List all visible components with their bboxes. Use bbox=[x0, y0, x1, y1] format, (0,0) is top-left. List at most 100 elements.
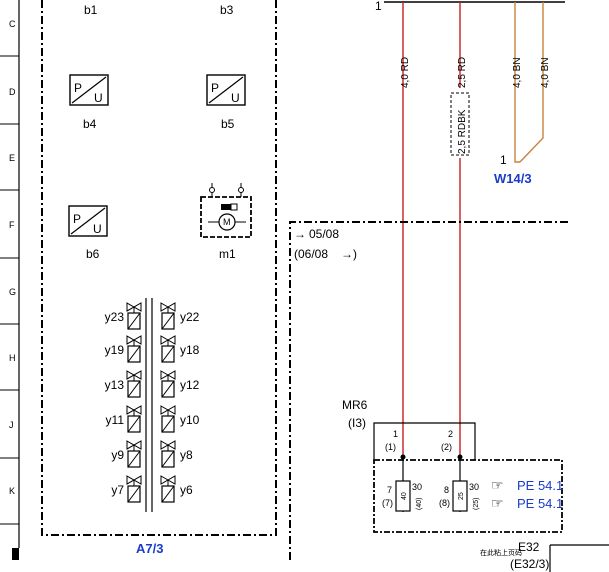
b5-pressure-sensor: P U b5 bbox=[206, 74, 246, 131]
fuse-f7 bbox=[395, 480, 411, 512]
valve-y8-label: y8 bbox=[180, 448, 193, 462]
b6-u-glyph: U bbox=[93, 222, 102, 236]
fuse-f8-num: 8 bbox=[444, 485, 449, 495]
row-label-e: E bbox=[9, 153, 15, 163]
w143-label: W14/3 bbox=[494, 171, 532, 186]
mr6-pin1-alt: (1) bbox=[385, 442, 396, 452]
valve-y9: y9 bbox=[111, 440, 142, 468]
valve-y13: y13 bbox=[105, 370, 142, 398]
valve-y19: y19 bbox=[105, 335, 142, 363]
b5-p-glyph: P bbox=[211, 81, 219, 95]
b5-label: b5 bbox=[221, 117, 235, 131]
row-label-c: C bbox=[9, 19, 16, 29]
row-label-d: D bbox=[9, 87, 16, 97]
mr6-pin2: 2 bbox=[448, 429, 453, 439]
e32-boundary bbox=[289, 221, 570, 560]
valve-y13-label: y13 bbox=[105, 378, 125, 392]
pe-ref-2[interactable]: ☞ PE 54.1 bbox=[491, 495, 563, 511]
valve-y18: y18 bbox=[160, 335, 200, 363]
row-label-f: F bbox=[9, 220, 15, 230]
valve-y8: y8 bbox=[160, 440, 193, 468]
mr6-name: MR6 bbox=[342, 398, 368, 412]
wire-color-change-box bbox=[450, 92, 470, 156]
wire-label-2-5-rd: 2,5 RD bbox=[457, 57, 468, 88]
valve-y10-label: y10 bbox=[180, 413, 200, 427]
mr6-pin2-alt: (2) bbox=[441, 442, 452, 452]
wire-label-4-0-bn-a: 4,0 BN bbox=[512, 57, 523, 88]
mr6-pin1: 1 bbox=[393, 429, 398, 439]
b4-u-glyph: U bbox=[94, 91, 103, 105]
fuse-f7-value: 40 bbox=[401, 492, 408, 500]
valve-y11: y11 bbox=[106, 405, 142, 433]
fuse-f7-num: 7 bbox=[387, 485, 392, 495]
valve-column-left: y23 y19 y13 y11 y9 y7 bbox=[105, 302, 142, 503]
row-rail: C D E F G H J K bbox=[0, 0, 20, 560]
pointing-hand-icon: ☞ bbox=[491, 495, 504, 511]
valve-array bbox=[145, 298, 153, 512]
fuse-f8-terminal-alt: (25) bbox=[473, 498, 480, 510]
e32-sub-label: (E32/3) bbox=[510, 557, 549, 571]
b6-p-glyph: P bbox=[73, 212, 81, 226]
m1-label: m1 bbox=[219, 247, 236, 261]
valve-y23-label: y23 bbox=[105, 310, 125, 324]
b3-label: b3 bbox=[220, 3, 234, 17]
fuse-f8-value: 25 bbox=[458, 492, 465, 500]
pe-ref-1[interactable]: ☞ PE 54.1 bbox=[491, 477, 563, 493]
valve-y23: y23 bbox=[105, 302, 142, 330]
pe-ref-2-label: PE 54.1 bbox=[517, 496, 563, 511]
from-date: 05/08 bbox=[309, 227, 339, 241]
fuse-f7-num-alt: (7) bbox=[382, 498, 393, 508]
wire-label-2-5-rdbk: 2,5 RDBK bbox=[457, 109, 468, 154]
pe-ref-1-label: PE 54.1 bbox=[517, 478, 563, 493]
top-pin-label: 1 bbox=[375, 0, 382, 13]
valve-y10: y10 bbox=[160, 405, 200, 433]
fuse-f8-terminal: 30 bbox=[469, 482, 479, 492]
mr6-ref: (I3) bbox=[348, 416, 366, 430]
valve-y12-label: y12 bbox=[180, 378, 200, 392]
valve-y22: y22 bbox=[160, 302, 200, 330]
a73-label: A7/3 bbox=[136, 541, 163, 556]
b6-label: b6 bbox=[86, 247, 100, 261]
row-label-h: H bbox=[9, 353, 16, 363]
valve-y11-label: y11 bbox=[106, 413, 125, 427]
row-label-k: K bbox=[9, 486, 15, 496]
b5-u-glyph: U bbox=[231, 91, 240, 105]
footer-note: 在此粘上页码 bbox=[480, 548, 522, 557]
to-date-arrow: →) bbox=[341, 247, 357, 261]
valve-y19-label: y19 bbox=[105, 343, 125, 357]
to-date: (06/08 bbox=[294, 247, 328, 261]
valve-y6-label: y6 bbox=[180, 483, 193, 497]
fuse-f8-num-alt: (8) bbox=[439, 498, 450, 508]
b6-pressure-sensor: P U b6 bbox=[68, 205, 108, 261]
b1-label: b1 bbox=[84, 3, 98, 17]
m1-m-glyph: M bbox=[223, 217, 231, 227]
row-label-j: J bbox=[9, 420, 14, 430]
wire-label-4-0-rd: 4,0 RD bbox=[400, 57, 411, 88]
from-date-arrow: → bbox=[294, 227, 306, 241]
fuse-f8 bbox=[452, 480, 468, 512]
b4-p-glyph: P bbox=[74, 81, 82, 95]
valve-y7: y7 bbox=[111, 475, 142, 503]
b4-pressure-sensor: P U b4 bbox=[69, 74, 109, 131]
fuse-f7-terminal: 30 bbox=[412, 482, 422, 492]
valve-y12: y12 bbox=[160, 370, 200, 398]
b4-label: b4 bbox=[83, 117, 97, 131]
valve-y7-label: y7 bbox=[111, 483, 124, 497]
wire-4-0-bn-b bbox=[519, 2, 544, 163]
fuse-box bbox=[373, 459, 563, 533]
fuse-f7-terminal-alt: (40) bbox=[416, 498, 423, 510]
valve-y22-label: y22 bbox=[180, 310, 200, 324]
valve-y18-label: y18 bbox=[180, 343, 200, 357]
wire-label-4-0-bn-b: 4,0 BN bbox=[540, 57, 551, 88]
valve-column-right: y22 y18 y12 y10 y8 y6 bbox=[160, 302, 200, 503]
a73-boundary bbox=[41, 0, 277, 536]
corner-marker bbox=[12, 548, 19, 560]
e32-label: E32 bbox=[518, 540, 540, 554]
valve-y9-label: y9 bbox=[111, 448, 124, 462]
w14-pin-label: 1 bbox=[500, 153, 507, 167]
row-label-g: G bbox=[9, 287, 16, 297]
wire-4-0-bn-a bbox=[514, 2, 520, 163]
pointing-hand-icon: ☞ bbox=[491, 477, 504, 493]
mr6-connector-body bbox=[373, 422, 476, 460]
